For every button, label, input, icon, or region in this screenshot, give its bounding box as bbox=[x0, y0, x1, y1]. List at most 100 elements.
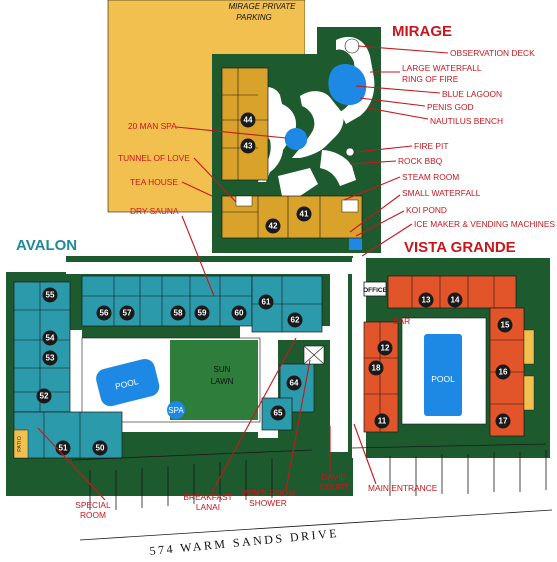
room-44-marker bbox=[240, 112, 256, 128]
room-60-number: 60 bbox=[235, 309, 244, 318]
office-label: OFFICE bbox=[363, 287, 387, 294]
koi-pond-label: KOI POND bbox=[406, 205, 447, 215]
mens-room-label: MEN'S ROOM bbox=[241, 488, 295, 498]
room-13-marker bbox=[418, 292, 434, 308]
mirage-garden-paths bbox=[255, 86, 297, 182]
mirage-garden-paths-3 bbox=[320, 150, 356, 186]
room-14-marker bbox=[447, 292, 463, 308]
room-58-number: 58 bbox=[174, 309, 183, 318]
blue-lagoon bbox=[328, 64, 367, 106]
observation-deck-label: OBSERVATION DECK bbox=[450, 48, 535, 58]
patio-label: PATIO bbox=[17, 435, 23, 451]
room-16-number: 16 bbox=[499, 368, 508, 377]
room-61-marker bbox=[258, 294, 274, 310]
large-waterfall-label: LARGE WATERFALL bbox=[402, 63, 482, 73]
vista-walkway bbox=[352, 258, 366, 458]
room-56-marker bbox=[96, 305, 112, 321]
fire-pit-label: FIRE PIT bbox=[414, 141, 448, 151]
room-53-marker bbox=[42, 350, 58, 366]
room-65-number: 65 bbox=[274, 409, 283, 418]
main-entrance-label: MAIN ENTRANCE bbox=[368, 483, 438, 493]
dry-sauna-label: DRY SAUNA bbox=[130, 206, 179, 216]
room-15-marker bbox=[497, 317, 513, 333]
room-62-marker bbox=[287, 312, 303, 328]
steam-room-label: STEAM ROOM bbox=[402, 172, 459, 182]
mirage-garden-paths-4 bbox=[278, 168, 318, 196]
breakfast-lanai-label-2: LANAI bbox=[196, 502, 220, 512]
special-room-label-2: ROOM bbox=[80, 510, 106, 520]
avalon-spa bbox=[167, 401, 185, 419]
vista-pool bbox=[424, 334, 462, 416]
avalon-walkway-east bbox=[330, 262, 348, 452]
ice-maker-label: ICE MAKER & VENDING MACHINES bbox=[414, 219, 555, 229]
bar-label: BAR bbox=[393, 316, 410, 326]
room-12-marker bbox=[377, 340, 393, 356]
special-room-label: SPECIAL bbox=[75, 500, 111, 510]
room-17-number: 17 bbox=[499, 417, 508, 426]
vista-pool-label: POOL bbox=[431, 374, 455, 384]
room-42-number: 42 bbox=[269, 222, 278, 231]
room-41-number: 41 bbox=[300, 210, 309, 219]
room-50-number: 50 bbox=[96, 444, 105, 453]
room-16-marker bbox=[495, 364, 511, 380]
room-18-marker bbox=[368, 360, 384, 376]
room-14-number: 14 bbox=[451, 296, 460, 305]
blue-lagoon-label: BLUE LAGOON bbox=[442, 89, 502, 99]
nautilus-bench-label: NAUTILUS BENCH bbox=[430, 116, 503, 126]
room-56-number: 56 bbox=[100, 309, 109, 318]
room-61-number: 61 bbox=[262, 298, 271, 307]
rock-bbq-label: ROCK BBQ bbox=[398, 156, 443, 166]
mirage-garden-paths-2 bbox=[292, 91, 344, 158]
room-53-number: 53 bbox=[46, 354, 55, 363]
avalon-grounds-cut bbox=[6, 256, 66, 272]
penis-god-label: PENIS GOD bbox=[427, 102, 474, 112]
room-59-number: 59 bbox=[198, 309, 207, 318]
ring-of-fire-label: RING OF FIRE bbox=[402, 74, 459, 84]
room-42-marker bbox=[265, 218, 281, 234]
avalon-walkway-north bbox=[66, 262, 356, 274]
small-waterfall-label: SMALL WATERFALL bbox=[402, 188, 481, 198]
tunnel-of-love-label: TUNNEL OF LOVE bbox=[118, 153, 190, 163]
room-51-number: 51 bbox=[59, 444, 68, 453]
sun-lawn bbox=[170, 340, 258, 420]
room-55-number: 55 bbox=[46, 291, 55, 300]
mirage-title: MIRAGE bbox=[392, 23, 452, 40]
sun-lawn-label: SUN bbox=[214, 365, 231, 374]
room-64-marker bbox=[286, 375, 302, 391]
observation-deck bbox=[344, 38, 360, 54]
room-43-marker bbox=[240, 138, 256, 154]
sun-lawn-label-2: LAWN bbox=[211, 377, 234, 386]
david-court-label-2: COURT bbox=[319, 482, 349, 492]
room-markers: 44 43 42 41 55 54 53 52 51 50 56 57 58 5… bbox=[36, 112, 513, 456]
avalon-pool bbox=[96, 358, 160, 407]
room-57-number: 57 bbox=[123, 309, 132, 318]
spa-label: SPA bbox=[168, 406, 184, 415]
room-18-number: 18 bbox=[372, 364, 381, 373]
mirage-garden-paths-5 bbox=[336, 36, 375, 125]
room-17-marker bbox=[495, 413, 511, 429]
room-60-marker bbox=[231, 305, 247, 321]
room-54-marker bbox=[42, 330, 58, 346]
office bbox=[363, 281, 387, 297]
room-13-number: 13 bbox=[422, 296, 431, 305]
room-62-number: 62 bbox=[291, 316, 300, 325]
room-52-marker bbox=[36, 388, 52, 404]
room-51-marker bbox=[55, 440, 71, 456]
room-12-number: 12 bbox=[381, 344, 390, 353]
david-court-label: DAVID bbox=[322, 472, 347, 482]
street-parking bbox=[71, 443, 553, 541]
room-50-marker bbox=[92, 440, 108, 456]
fire-pit bbox=[345, 147, 355, 157]
mirage-parking-label: MIRAGE PRIVATE bbox=[229, 2, 297, 11]
street-address: 574 WARM SANDS DRIVE bbox=[149, 526, 340, 558]
room-41-marker bbox=[296, 206, 312, 222]
breakfast-lanai-label: BREAKFAST bbox=[183, 492, 232, 502]
room-11-number: 11 bbox=[378, 417, 387, 426]
avalon-building-north bbox=[81, 275, 253, 327]
twenty-man-spa bbox=[284, 128, 308, 150]
tea-house-label: TEA HOUSE bbox=[130, 177, 178, 187]
room-55-marker bbox=[42, 287, 58, 303]
room-15-number: 15 bbox=[501, 321, 510, 330]
mirage-parking-label-2: PARKING bbox=[236, 13, 271, 22]
